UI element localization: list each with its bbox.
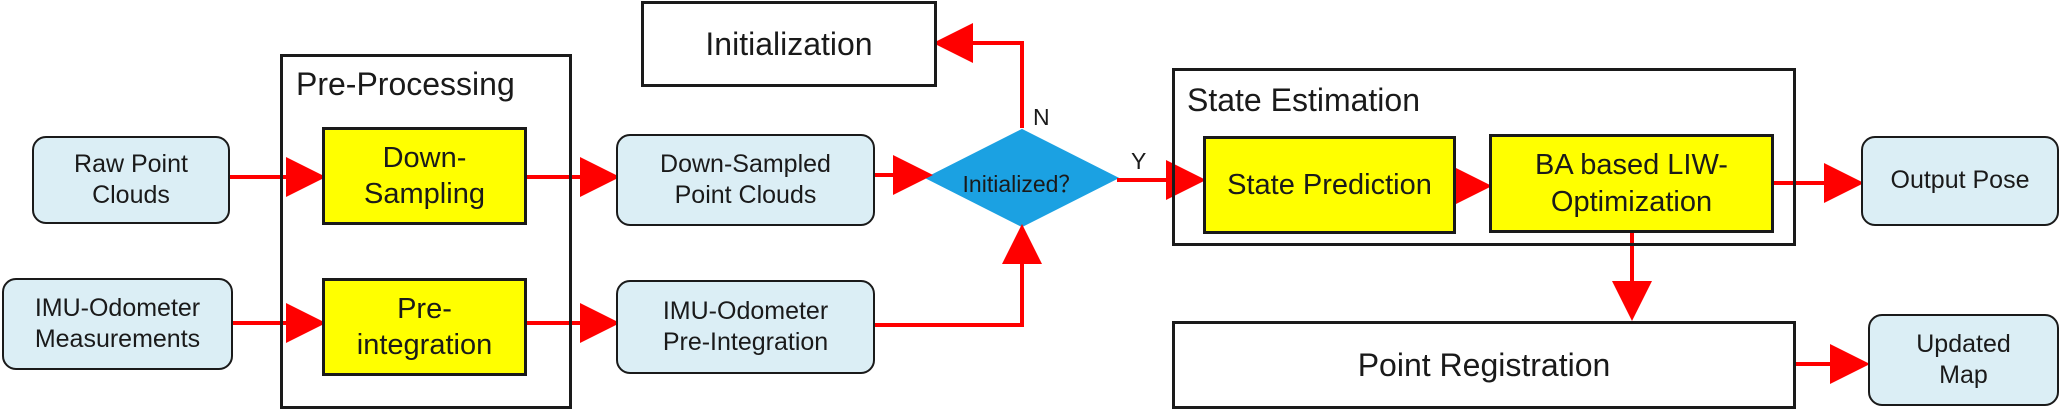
down-sampled-point-clouds-node: Down-Sampled Point Clouds bbox=[616, 134, 875, 226]
raw-point-clouds-node: Raw Point Clouds bbox=[32, 136, 230, 224]
pre-integration-node: Pre- integration bbox=[322, 278, 527, 376]
point-registration-node: Point Registration bbox=[1172, 321, 1796, 409]
down-sampling-label: Down- Sampling bbox=[364, 141, 485, 210]
ba-optimization-label: BA based LIW- Optimization bbox=[1535, 149, 1728, 218]
point-registration-label: Point Registration bbox=[1357, 347, 1611, 383]
raw-point-clouds-label: Raw Point Clouds bbox=[74, 149, 188, 209]
state-estimation-group bbox=[1172, 68, 1796, 246]
updated-map-label: Updated Map bbox=[1916, 329, 2011, 389]
ba-optimization-node: BA based LIW- Optimization bbox=[1489, 134, 1774, 233]
imu-odometer-measurements-node: IMU-Odometer Measurements bbox=[2, 278, 233, 370]
pre-integration-label: Pre- integration bbox=[356, 292, 493, 361]
down-sampled-point-clouds-label: Down-Sampled Point Clouds bbox=[660, 149, 831, 209]
output-pose-label: Output Pose bbox=[1890, 166, 2030, 195]
imu-odometer-pre-integration-node: IMU-Odometer Pre-Integration bbox=[616, 280, 875, 374]
imu-odometer-pre-integration-label: IMU-Odometer Pre-Integration bbox=[662, 296, 829, 356]
initialized-label: Initialized？ bbox=[962, 171, 1082, 197]
state-estimation-title: State Estimation bbox=[1187, 82, 1420, 118]
updated-map-node: Updated Map bbox=[1868, 314, 2059, 406]
down-sampling-node: Down- Sampling bbox=[322, 127, 527, 225]
arrow-imu-preint-to-decision bbox=[875, 224, 1042, 327]
output-pose-node: Output Pose bbox=[1861, 136, 2059, 226]
initialization-node: Initialization bbox=[641, 1, 937, 87]
imu-odometer-measurements-label: IMU-Odometer Measurements bbox=[34, 293, 201, 353]
state-prediction-node: State Prediction bbox=[1203, 136, 1456, 234]
state-prediction-label: State Prediction bbox=[1227, 168, 1432, 201]
branch-no-label: N bbox=[1033, 104, 1050, 130]
branch-yes-label: Y bbox=[1131, 148, 1147, 174]
initialization-label: Initialization bbox=[705, 26, 873, 62]
pre-processing-title: Pre-Processing bbox=[296, 66, 515, 102]
arrow-decision-to-initialization bbox=[933, 23, 1024, 128]
pre-processing-group bbox=[280, 54, 572, 409]
